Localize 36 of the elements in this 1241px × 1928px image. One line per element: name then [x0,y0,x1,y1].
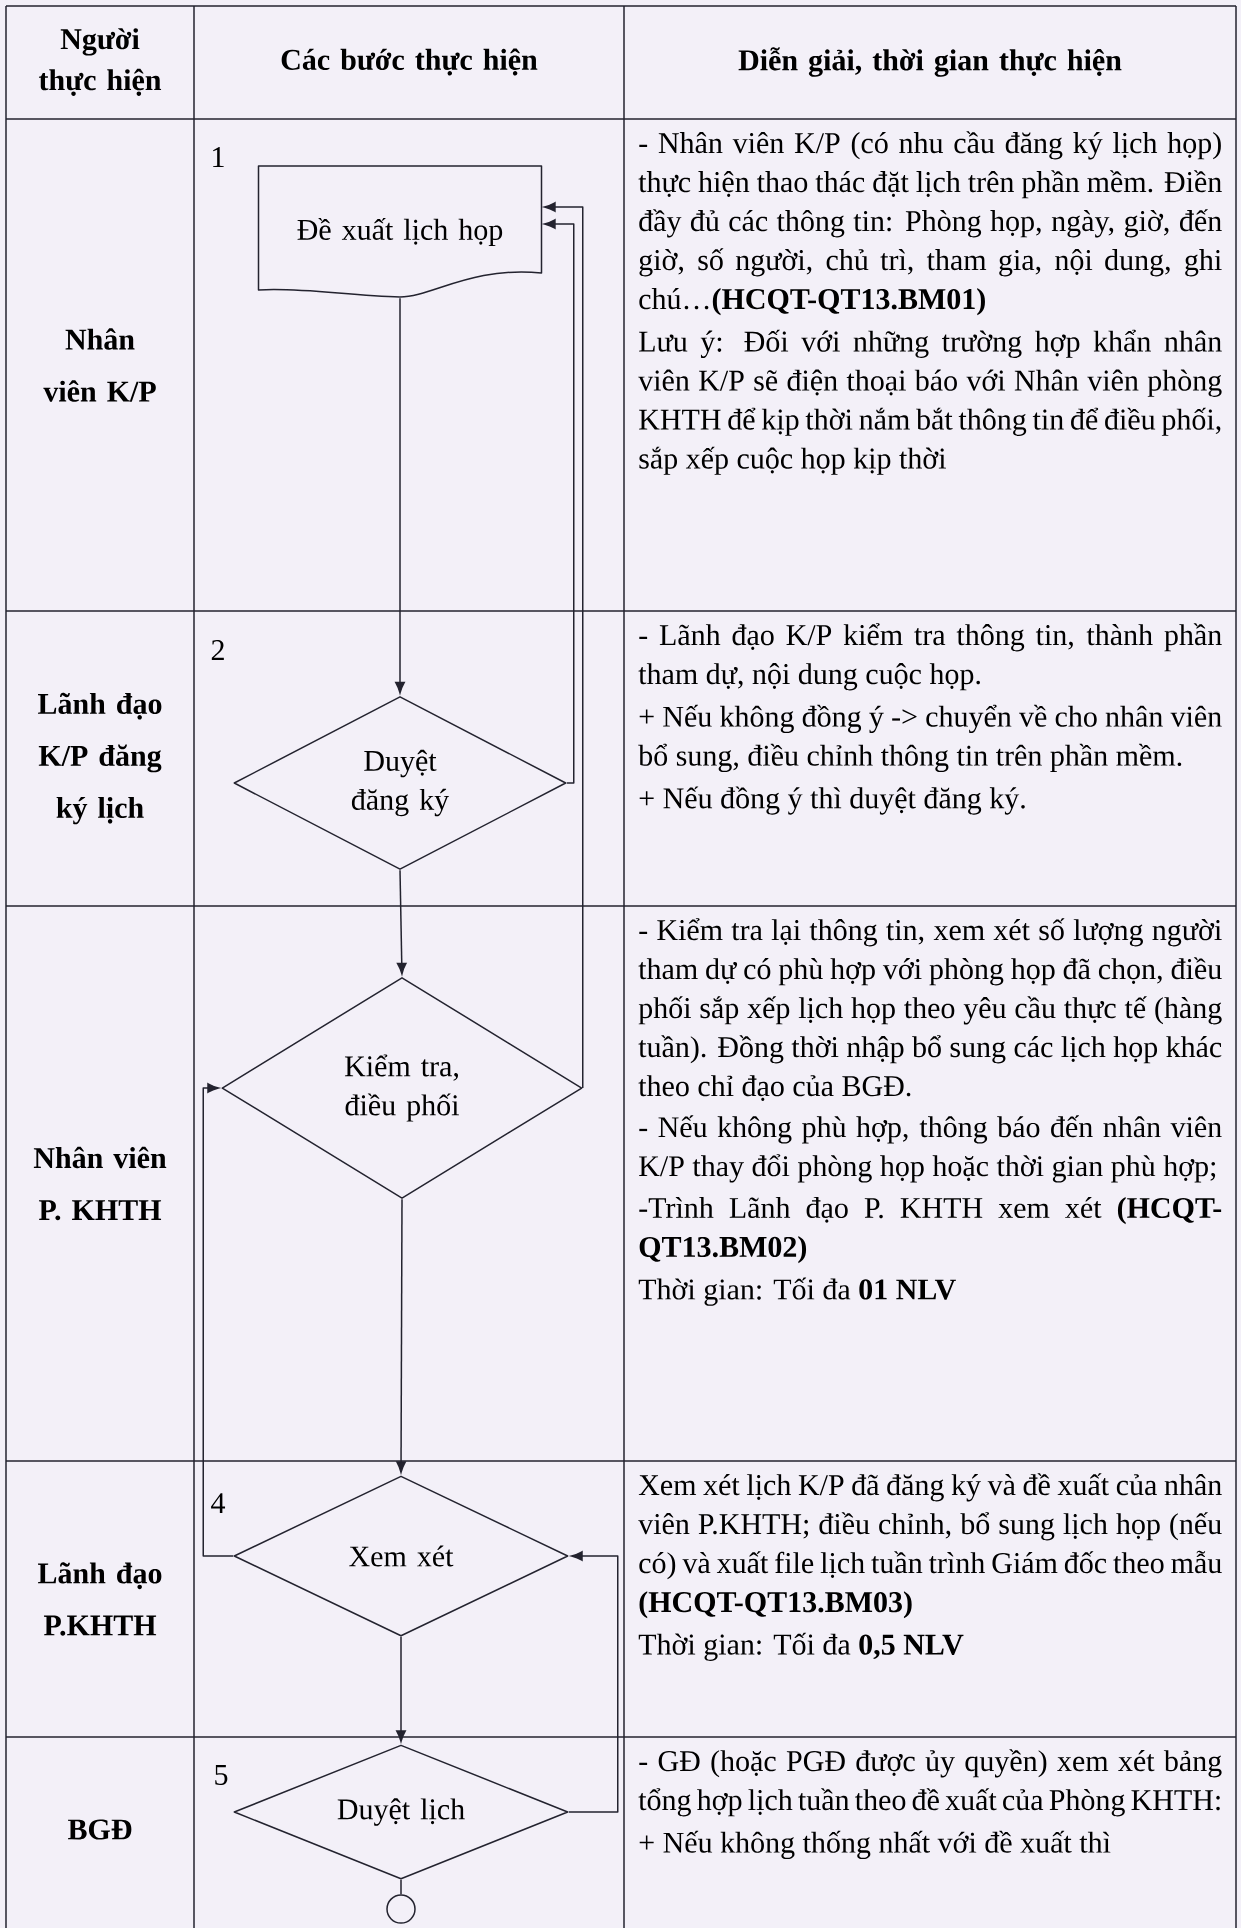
description-text: + Nếu không đồng ý -> chuyển về cho nhân viên bổ sung, điều chỉnh thông tin trên phần mềm. [638,704,1222,773]
description-text: + Nếu đồng ý thì duyệt đăng ký. [639,786,1025,815]
description-text: - GĐ (hoặc PGĐ được ủy quyền) xem xét bảng tổng hợp lịch tuần theo đề xuất của Phòng KHTH: [638,1749,1222,1817]
description-text: Xem xét lịch K/P đã đăng ký và đề xuất của nhân viên P.KHTH; điều chỉnh, bổ sung lịch họp (nếu có) và xuất file lịch tuần trình Giám đốc theo mẫu (HCQT-QT13.BM03) [638,1473,1222,1619]
lane-label: Lãnh đạo K/P đăng ký lịch [38,692,162,825]
step-number: 4 [211,1493,226,1513]
document-box: Đề xuất lịch họp [257,165,543,298]
arrow [568,1551,619,1813]
connector-circle [386,1894,416,1924]
connector-line [400,1879,402,1895]
description-text: Thời gian: Tối đa 0,5 NLV [638,1632,964,1661]
lane-label: BGĐ [68,1819,132,1840]
column-header: Người thực hiện [39,28,162,96]
arrow [543,202,584,1089]
description-text: - Kiểm tra lại thông tin, xem xét số lượng người tham dự có phù hợp với phòng họp đã chọn, điều phối sắp xếp lịch họp theo yêu cầu thực tế (hàng tuần). Đồng thời nhập bổ sung các lịch họp khác theo chỉ đạo của BGĐ. [638,918,1222,1101]
lane-label: Lãnh đạo P.KHTH [38,1562,162,1636]
description-text: - Nhân viên K/P (có nhu cầu đăng ký lịch họp) thực hiện thao thác đặt lịch trên phần mềm. Điền đầy đủ các thông tin: Phòng họp, ngày, giờ, đến giờ, số người, chủ trì, tham gia, nội dung, ghi chú…(HCQT-QT13.BM01) [638,131,1222,316]
arrow [396,1636,406,1743]
description-text: - Nếu không phù hợp, thông báo đến nhân viên K/P thay đổi phòng họp hoặc thời gian phù hợp; [639,1115,1222,1183]
step-number: 5 [215,1765,228,1785]
description-text: + Nếu không thống nhất với đề xuất thì [639,1830,1111,1859]
column-header: Diễn giải, thời gian thực hiện [738,47,1122,77]
arrow [396,869,407,975]
lane-label: Nhân viên K/P [43,328,156,402]
step-number: 1 [213,147,224,167]
arrow [396,1198,406,1474]
column-header: Các bước thực hiện [281,48,538,76]
arrow [395,297,405,694]
description-text: Lưu ý: Đối với những trường hợp khẩn nhân viên K/P sẽ điện thoại báo với Nhân viên phòng KHTH để kịp thời nắm bắt thông tin để điều phối, sắp xếp cuộc họp kịp thời [638,329,1222,475]
step-number: 2 [211,640,224,660]
description-text: - Lãnh đạo K/P kiểm tra thông tin, thành phần tham dự, nội dung cuộc họp. [638,623,1222,691]
description-text: -Trình Lãnh đạo P. KHTH xem xét (HCQT-QT13.BM02) [639,1196,1222,1264]
lane-label: Nhân viên P. KHTH [33,1146,167,1221]
description-text: Thời gian: Tối đa 01 NLV [638,1277,956,1306]
arrow [202,1083,234,1557]
arrow [543,219,575,784]
